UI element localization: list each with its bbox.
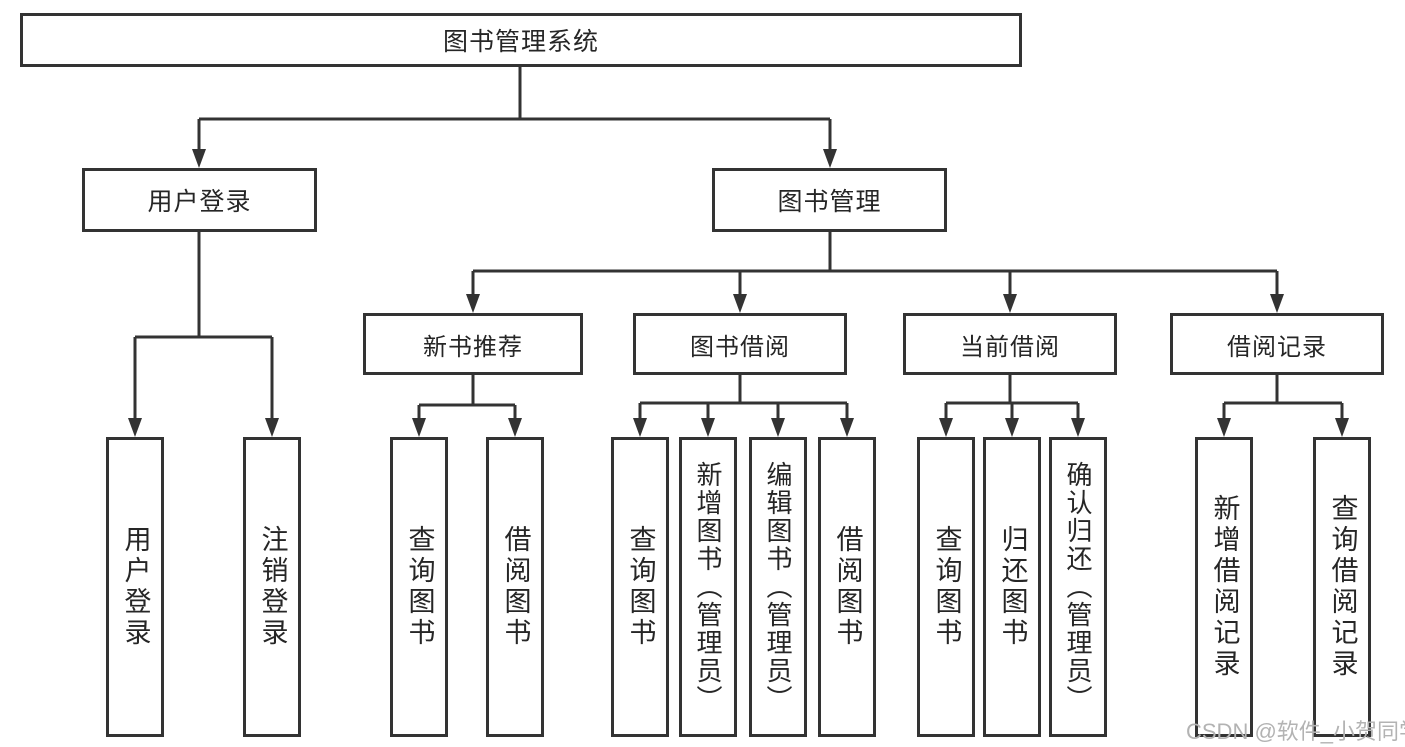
leaf-cb-query-books-label: 查询图书: [931, 525, 962, 649]
edge-borrowing-records-to-leaves: [1222, 375, 1344, 420]
leaf-cb-return-books: 归还图书: [983, 437, 1041, 737]
leaf-user-login-label: 用户登录: [120, 525, 151, 649]
node-current-borrowing: 当前借阅: [903, 313, 1117, 375]
leaf-logout: 注销登录: [243, 437, 301, 737]
leaf-bb-edit-books-admin: 编辑图书（管理员）: [749, 437, 807, 737]
leaf-bb-borrow-books: 借阅图书: [818, 437, 876, 737]
leaf-br-query-record-label: 查询借阅记录: [1327, 494, 1358, 680]
edge-user-login-to-leaves: [133, 232, 274, 420]
leaf-cb-query-books: 查询图书: [917, 437, 975, 737]
node-book-borrowing-label: 图书借阅: [690, 333, 790, 361]
leaf-logout-label: 注销登录: [257, 525, 288, 649]
leaf-bb-query-books: 查询图书: [611, 437, 669, 737]
node-current-borrowing-label: 当前借阅: [960, 333, 1060, 361]
leaf-bb-add-books-admin: 新增图书（管理员）: [679, 437, 737, 737]
leaf-bb-borrow-books-label: 借阅图书: [832, 525, 863, 649]
leaf-br-add-record: 新增借阅记录: [1195, 437, 1253, 737]
leaf-br-query-record: 查询借阅记录: [1313, 437, 1371, 737]
leaf-cb-return-books-label: 归还图书: [997, 525, 1028, 649]
leaf-nbr-borrow-books-label: 借阅图书: [500, 525, 531, 649]
leaf-nbr-query-books: 查询图书: [390, 437, 448, 737]
edge-new-book-recommend-to-leaves: [417, 375, 517, 420]
node-user-login: 用户登录: [82, 168, 317, 232]
node-user-login-label: 用户登录: [147, 188, 252, 216]
node-root: 图书管理系统: [20, 13, 1022, 67]
edge-current-borrowing-to-leaves: [944, 375, 1080, 420]
leaf-cb-confirm-return-admin: 确认归还（管理员）: [1049, 437, 1107, 737]
edge-root-to-level2: [197, 67, 832, 151]
leaf-nbr-borrow-books: 借阅图书: [486, 437, 544, 737]
node-book-management: 图书管理: [712, 168, 947, 232]
edge-book-borrowing-to-leaves: [638, 375, 849, 420]
leaf-bb-add-books-admin-label: 新增图书（管理员）: [693, 461, 723, 713]
node-borrowing-records: 借阅记录: [1170, 313, 1384, 375]
node-new-book-recommend-label: 新书推荐: [423, 333, 523, 361]
node-borrowing-records-label: 借阅记录: [1227, 333, 1327, 361]
leaf-bb-query-books-label: 查询图书: [625, 525, 656, 649]
leaf-bb-edit-books-admin-label: 编辑图书（管理员）: [763, 461, 793, 713]
node-root-label: 图书管理系统: [442, 28, 599, 56]
leaf-nbr-query-books-label: 查询图书: [404, 525, 435, 649]
watermark: CSDN @软件_小贺同学: [1186, 719, 1405, 744]
node-book-borrowing: 图书借阅: [633, 313, 847, 375]
edge-book-management-to-level3: [471, 232, 1279, 296]
leaf-br-add-record-label: 新增借阅记录: [1209, 494, 1240, 680]
leaf-cb-confirm-return-admin-label: 确认归还（管理员）: [1063, 461, 1093, 713]
node-book-management-label: 图书管理: [777, 188, 882, 216]
leaf-user-login: 用户登录: [106, 437, 164, 737]
node-new-book-recommend: 新书推荐: [363, 313, 583, 375]
